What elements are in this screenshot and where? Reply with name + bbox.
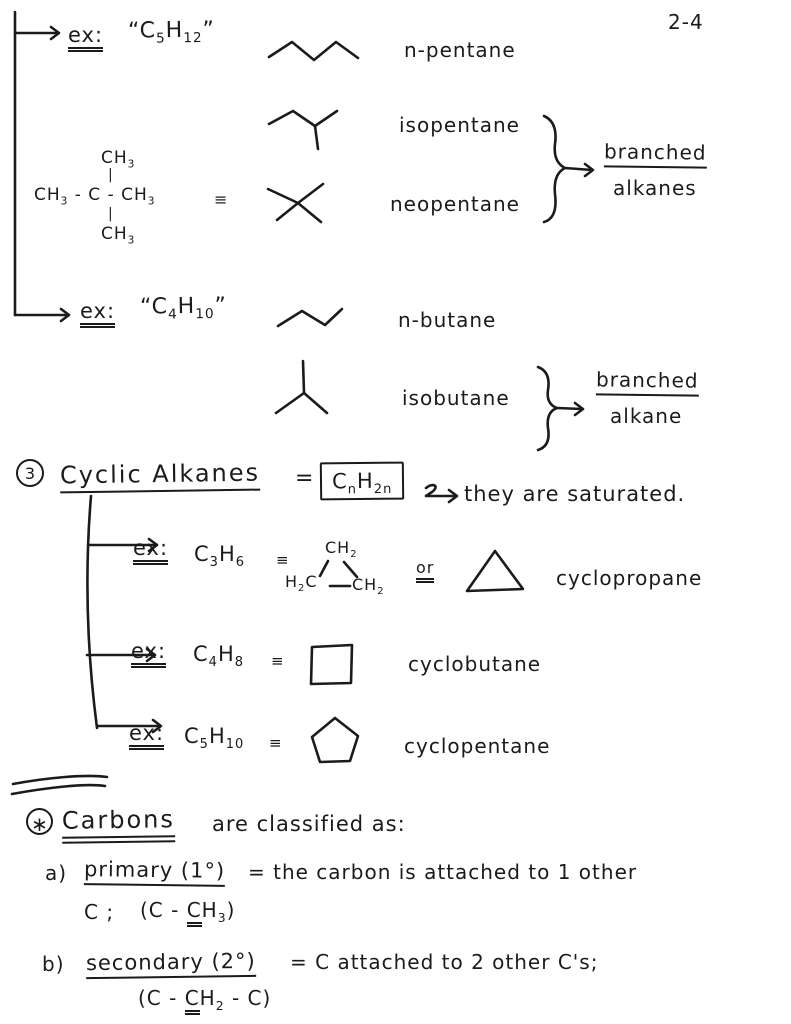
equals-sign: = [295, 466, 314, 491]
cyclopropane-structural-br: CH2 [352, 575, 385, 598]
branched-alkane-brace-arrow [536, 365, 585, 452]
ex-label-cyclopropane: ex: [133, 537, 169, 566]
isobutane-label: isobutane [402, 386, 510, 410]
section-number: 3 [24, 463, 36, 483]
branched-alkanes-brace-arrow [542, 114, 595, 224]
equivalence-sign: ≡ [271, 652, 284, 670]
primary-term: primary (1°) [83, 857, 225, 887]
cyclopentane-label: cyclopentane [404, 734, 551, 758]
cyclobutane-formula: C4H8 [193, 642, 245, 671]
page-number: 2-4 [668, 10, 704, 34]
n-pentane-skeletal [267, 40, 360, 62]
bond-top: | [108, 167, 113, 183]
pentane-formula: “C5H12” [127, 17, 216, 47]
cyclic-examples-bracket [85, 494, 163, 734]
primary-formula: (C - CH3) [140, 898, 236, 927]
cyclopentane-formula: C5H10 [184, 724, 245, 753]
carbons-intro: are classified as: [212, 812, 406, 836]
asterisk-bullet-icon: ∗ [26, 808, 53, 836]
n-pentane-label: n-pentane [404, 38, 516, 62]
ex-label-cyclopentane: ex: [129, 722, 165, 751]
example-bracket-arrows [13, 10, 71, 323]
squiggle-arrow-icon [424, 483, 459, 504]
cyclopropane-structural-bonds [318, 559, 359, 588]
cyclopropane-structural-bl: H2C [285, 572, 318, 595]
branched-alkanes-line2: alkanes [613, 176, 697, 200]
cyclobutane-square [309, 643, 354, 686]
secondary-formula: (C - CH2 - C) [138, 986, 272, 1015]
ex-label-cyclobutane: ex: [131, 640, 167, 669]
neopentane-condensed-bottom: CH3 [101, 224, 136, 247]
general-formula-box: CnH2n [319, 461, 405, 501]
neopentane-skeletal [266, 182, 325, 224]
neopentane-label: neopentane [390, 192, 520, 216]
cyclobutane-label: cyclobutane [408, 652, 542, 676]
ex-label-pentane: ex: [68, 24, 104, 53]
isopentane-skeletal [267, 109, 339, 151]
butane-formula: “C4H10” [139, 293, 228, 323]
equivalence-sign: ≡ [269, 734, 282, 752]
carbons-title: Carbons [61, 805, 176, 844]
cyclopentane-pentagon [310, 716, 360, 764]
cyclopropane-formula: C3H6 [194, 542, 246, 571]
branched-alkane-line1: branched [595, 367, 699, 397]
branched-alkane-line2: alkane [610, 404, 683, 428]
primary-continuation: C ; [84, 900, 115, 924]
cyclic-alkanes-title: Cyclic Alkanes [59, 458, 261, 494]
n-butane-label: n-butane [398, 308, 497, 332]
item-letter-a: a) [45, 861, 68, 885]
saturated-note: they are saturated. [464, 482, 686, 506]
cyclopropane-structural-top: CH2 [325, 538, 358, 561]
ex-label-butane: ex: [80, 300, 116, 329]
item-letter-b: b) [42, 952, 65, 976]
general-formula: CnH2n [331, 468, 393, 498]
secondary-term: secondary (2°) [85, 948, 256, 980]
equivalence-sign: ≡ [276, 551, 289, 569]
isobutane-skeletal [274, 359, 329, 415]
asterisk-glyph: ∗ [31, 811, 48, 836]
cyclopropane-triangle [465, 549, 525, 593]
secondary-definition: = C attached to 2 other C's; [290, 950, 599, 974]
neopentane-condensed-top: CH3 [101, 148, 136, 171]
separator-lines [10, 774, 109, 796]
section-number-circle: 3 [16, 459, 44, 487]
primary-definition: = the carbon is attached to 1 other [248, 860, 638, 884]
equivalence-sign: ≡ [214, 190, 228, 209]
neopentane-condensed-middle: CH3 - C - CH3 [34, 185, 156, 208]
branched-alkanes-line1: branched [603, 139, 707, 169]
cyclopropane-label: cyclopropane [556, 566, 703, 590]
or-label: or [416, 559, 435, 583]
isopentane-label: isopentane [399, 113, 520, 137]
n-butane-skeletal [276, 307, 344, 328]
bond-bottom: | [108, 206, 113, 222]
